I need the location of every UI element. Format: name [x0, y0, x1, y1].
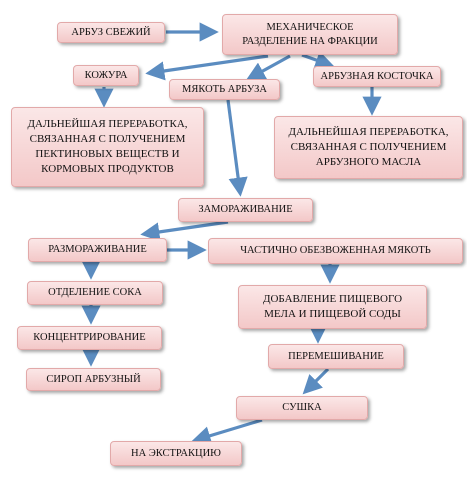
- arrow-pulp-to-freezing: [226, 99, 248, 197]
- node-to-extraction: НА ЭКСТРАКЦИЮ: [110, 441, 242, 466]
- node-drying: СУШКА: [236, 396, 368, 420]
- node-pulp: МЯКОТЬ АРБУЗА: [169, 79, 280, 100]
- arrow-separation-to-pulp: [245, 54, 291, 81]
- node-freezing: ЗАМОРАЖИВАНИЕ: [178, 198, 313, 222]
- arrow-freezing-to-thawing: [140, 220, 229, 242]
- node-rind: КОЖУРА: [73, 65, 139, 86]
- node-syrup: СИРОП АРБУЗНЫЙ: [26, 368, 161, 391]
- node-dehydrated-pulp: ЧАСТИЧНО ОБЕЗВОЖЕННАЯ МЯКОТЬ: [208, 238, 463, 264]
- node-seed-processing: ДАЛЬНЕЙШАЯ ПЕРЕРАБОТКА, СВЯЗАННАЯ С ПОЛУ…: [274, 116, 463, 179]
- arrow-mixing-to-drying: [302, 367, 330, 395]
- node-add-chalk-soda: ДОБАВЛЕНИЕ ПИЩЕВОГО МЕЛА И ПИЩЕВОЙ СОДЫ: [238, 285, 427, 329]
- node-juice-separation: ОТДЕЛЕНИЕ СОКА: [27, 281, 163, 305]
- arrow-separation-to-rind: [145, 54, 269, 81]
- arrow-drying-to-extraction: [191, 418, 263, 446]
- node-seed: АРБУЗНАЯ КОСТОЧКА: [313, 66, 441, 87]
- node-mechanical-separation: МЕХАНИЧЕСКОЕ РАЗДЕЛЕНИЕ НА ФРАКЦИИ: [222, 14, 398, 55]
- node-rind-processing: ДАЛЬНЕЙШАЯ ПЕРЕРАБОТКА, СВЯЗАННАЯ С ПОЛУ…: [11, 107, 204, 187]
- node-mixing: ПЕРЕМЕШИВАНИЕ: [268, 344, 404, 369]
- node-thawing: РАЗМОРАЖИВАНИЕ: [28, 238, 167, 262]
- node-concentration: КОНЦЕНТРИРОВАНИЕ: [17, 326, 162, 350]
- node-watermelon-fresh: АРБУЗ СВЕЖИЙ: [57, 22, 165, 43]
- arrow-separation-to-seed: [301, 51, 335, 70]
